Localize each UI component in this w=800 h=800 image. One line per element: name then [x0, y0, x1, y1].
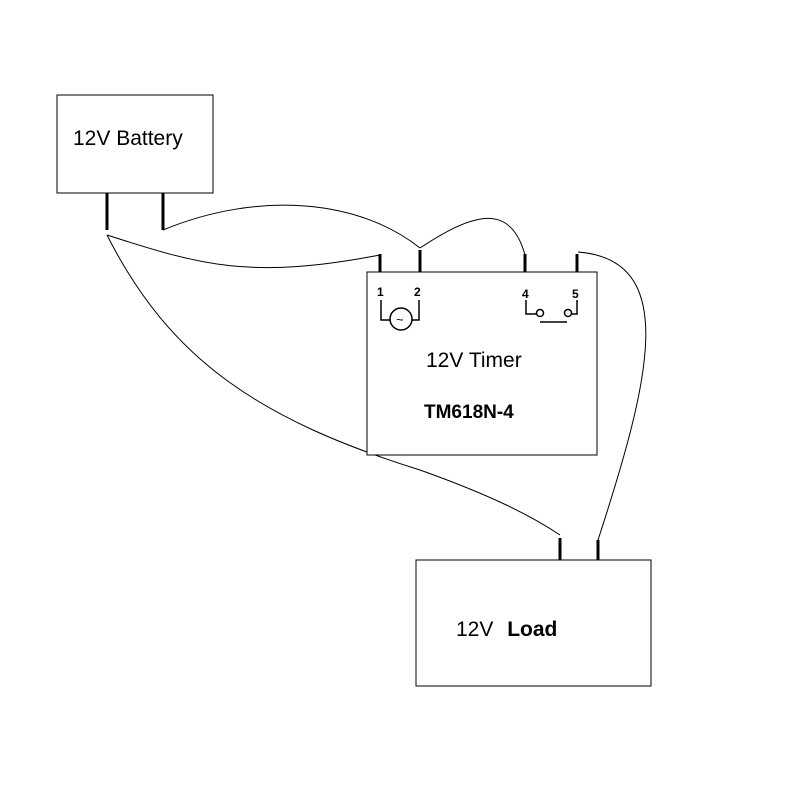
timer-box — [366, 271, 598, 456]
timer-coil-tilde: ~ — [396, 312, 404, 327]
load-box — [415, 559, 652, 687]
load-label-prefix: 12V — [456, 618, 493, 641]
timer-model: TM618N-4 — [424, 402, 514, 423]
timer-contact-symbol — [525, 300, 578, 323]
timer-pin-5-label: 5 — [572, 287, 579, 301]
timer-pin-4-label: 4 — [522, 287, 529, 301]
wire-timer-pin5-to-load — [577, 251, 647, 541]
wire-battery-neg-to-load — [106, 234, 561, 536]
wire-battery-pos-to-timer-pin2 — [162, 204, 421, 249]
load-label-bold: Load — [507, 618, 557, 641]
timer-pin-2-label: 2 — [414, 285, 421, 299]
battery-label: 12V Battery — [73, 127, 183, 150]
timer-label: 12V Timer — [426, 349, 522, 372]
timer-pin-1-label: 1 — [377, 285, 384, 299]
timer-coil-symbol: ~ — [380, 300, 420, 331]
load-label: 12V Load — [456, 618, 557, 641]
battery-box — [56, 94, 214, 194]
wire-battery-neg-to-timer-pin1 — [106, 234, 381, 269]
wire-timer-pin2-to-pin4 — [419, 217, 526, 256]
